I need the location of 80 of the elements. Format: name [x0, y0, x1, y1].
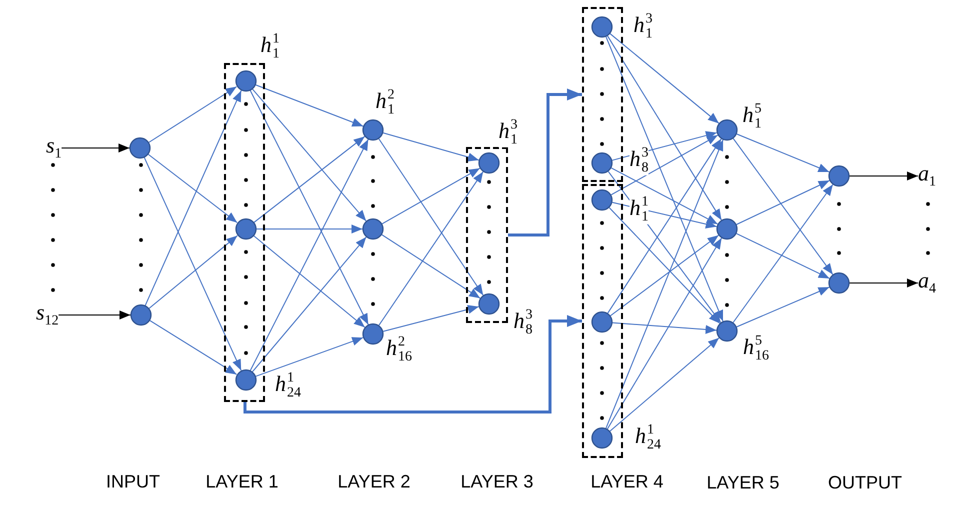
- neuron-circle: [828, 272, 850, 294]
- layer-label: LAYER 4: [590, 472, 664, 492]
- layer-label: LAYER 5: [706, 472, 780, 494]
- neuron-circle: [591, 189, 613, 211]
- arrow: [736, 180, 830, 225]
- arrow: [849, 278, 918, 288]
- arrow: [736, 134, 830, 172]
- arrow: [253, 136, 366, 224]
- arrow: [606, 36, 724, 322]
- neuron-circle: [716, 218, 738, 240]
- layer-label: INPUT: [106, 472, 160, 492]
- arrow: [610, 33, 720, 124]
- arrow: [254, 337, 364, 377]
- variable-label: a$_{1}$: [918, 162, 936, 190]
- layer-box: [582, 184, 623, 458]
- neuron-circle: [716, 119, 738, 141]
- arrow: [508, 88, 582, 236]
- arrow: [381, 234, 481, 299]
- neuron-circle: [478, 293, 500, 315]
- arrow: [148, 235, 238, 309]
- arrow: [736, 286, 830, 328]
- arrow: [610, 234, 720, 316]
- neuron-circle: [478, 152, 500, 174]
- layer-label: LAYER 2: [338, 472, 410, 492]
- arrow: [612, 322, 718, 334]
- arrow: [382, 132, 480, 162]
- arrow: [606, 238, 722, 430]
- neuron-circle: [129, 137, 151, 159]
- arrow: [378, 138, 484, 296]
- neuron-circle: [362, 323, 384, 345]
- arrow: [608, 207, 720, 324]
- arrow: [243, 315, 582, 414]
- layer-box: [466, 147, 508, 323]
- arrow: [736, 233, 830, 279]
- neuron-circle: [234, 369, 256, 391]
- arrow: [849, 172, 918, 180]
- arrow: [253, 235, 366, 328]
- arrow: [732, 138, 834, 276]
- arrow: [252, 236, 367, 372]
- arrow: [252, 88, 367, 222]
- neuron-circle: [362, 119, 384, 141]
- variable-label: a$_{4}$: [918, 270, 936, 296]
- layer-box: [224, 63, 265, 402]
- arrow: [378, 171, 484, 326]
- arrow: [382, 305, 480, 332]
- layer-label: OUTPUT: [828, 472, 902, 494]
- arrow: [250, 90, 369, 326]
- layer-box: [582, 7, 623, 182]
- arrow: [607, 35, 722, 221]
- arrow: [144, 157, 242, 371]
- neuron-circle: [234, 218, 256, 240]
- arrow: [149, 320, 238, 375]
- neuron-circle: [591, 311, 613, 333]
- arrow: [610, 167, 718, 225]
- arrow: [256, 224, 363, 234]
- neuron-circle: [591, 152, 613, 174]
- arrow: [605, 139, 724, 429]
- arrow: [144, 90, 242, 306]
- arrow: [607, 138, 722, 314]
- arrow: [148, 86, 238, 143]
- neuron-circle: [591, 16, 613, 38]
- layer-label: LAYER 1: [206, 472, 278, 492]
- arrow: [250, 138, 369, 372]
- neuron-circle: [828, 165, 850, 187]
- variable-label: s$_{12}$: [36, 302, 59, 328]
- arrow: [58, 310, 131, 320]
- neuron-circle: [591, 427, 613, 449]
- arrow: [148, 154, 238, 224]
- arrow: [382, 168, 480, 224]
- neuron-circle: [130, 304, 152, 326]
- layer-label: LAYER 3: [460, 472, 534, 492]
- arrow: [609, 337, 720, 432]
- variable-label: s$_{1}$: [46, 134, 62, 162]
- arrow: [254, 84, 364, 127]
- neuron-circle: [234, 70, 256, 92]
- arrow: [61, 144, 130, 152]
- arrow: [732, 184, 834, 323]
- arrow: [610, 134, 718, 196]
- neuron-circle: [716, 320, 738, 342]
- neuron-circle: [362, 218, 384, 240]
